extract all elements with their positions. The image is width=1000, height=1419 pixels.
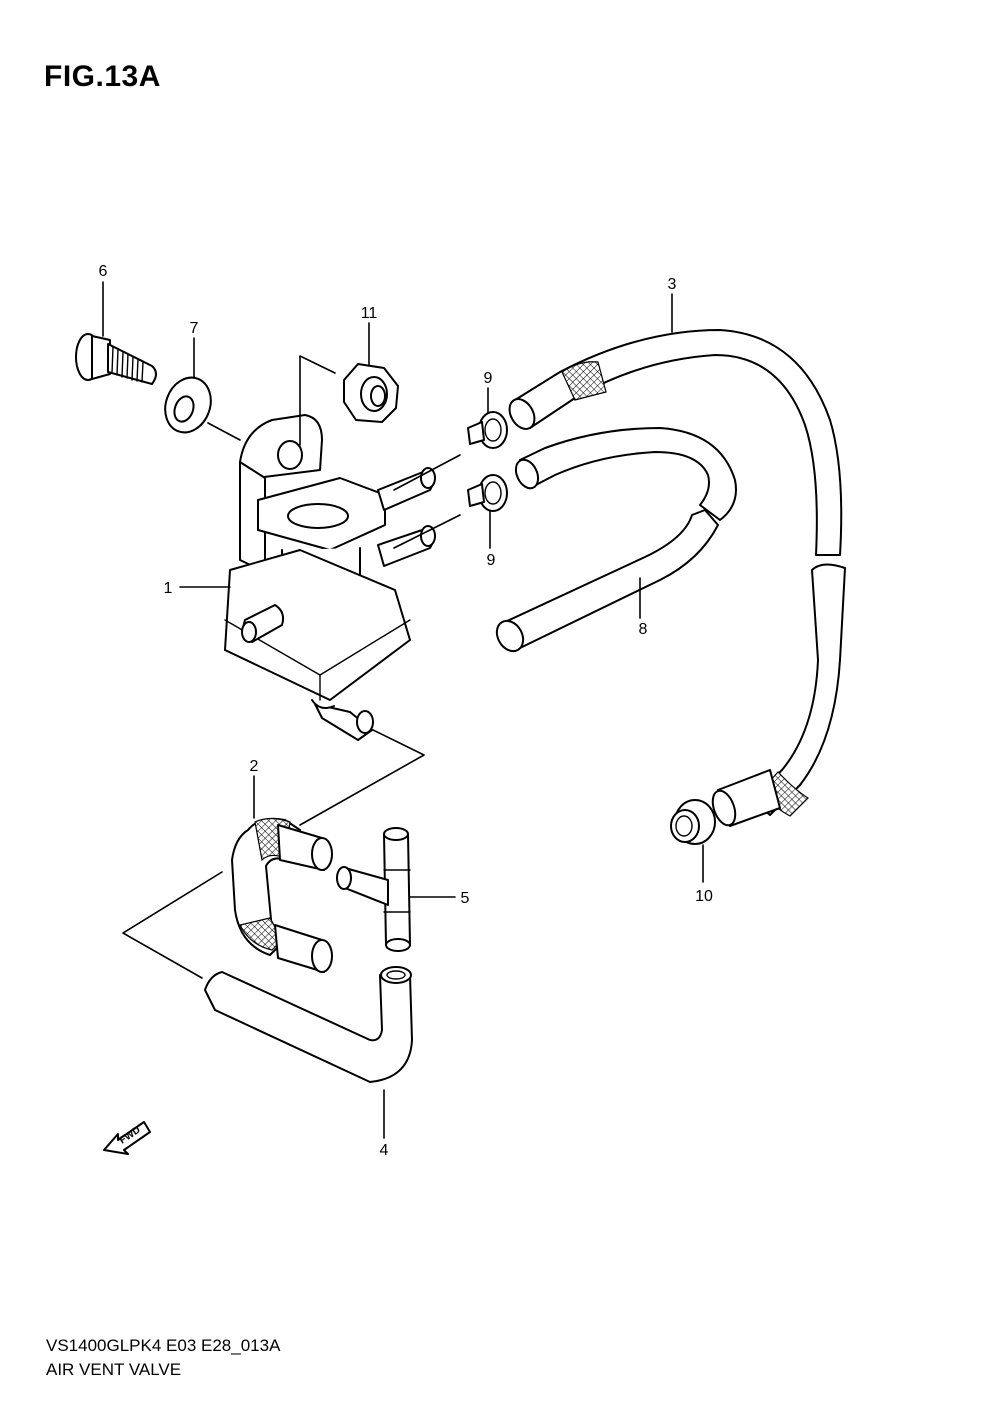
callout-4: 4 xyxy=(380,1142,389,1159)
assembly-guide-lines xyxy=(122,355,461,979)
t-fitting-part-5 xyxy=(336,827,411,952)
bolt-part-6 xyxy=(75,333,157,385)
clamp-part-9-upper xyxy=(467,411,508,449)
callout-1: 1 xyxy=(164,580,173,597)
callout-labels: 6 7 11 3 9 9 1 8 2 5 10 4 xyxy=(99,263,713,1159)
callout-8: 8 xyxy=(639,621,648,638)
figure-title: FIG.13A xyxy=(44,60,161,93)
cap-part-10 xyxy=(670,799,716,845)
nut-part-11 xyxy=(343,363,399,423)
fwd-arrow-icon: FWD xyxy=(103,1121,151,1155)
hose-part-8 xyxy=(495,427,737,653)
clamp-part-9-lower xyxy=(467,474,508,512)
callout-10: 10 xyxy=(695,888,713,905)
callout-2: 2 xyxy=(250,758,259,775)
hose-part-4 xyxy=(204,966,413,1083)
callout-9-lower: 9 xyxy=(487,552,496,569)
callout-6: 6 xyxy=(99,263,108,280)
washer-part-7 xyxy=(164,376,212,434)
leader-lines xyxy=(102,281,704,1139)
hose-part-3 xyxy=(508,329,846,827)
diagram-code: VS1400GLPK4 E03 E28_013A xyxy=(46,1336,281,1355)
callout-5: 5 xyxy=(461,890,470,907)
callout-11: 11 xyxy=(361,305,378,322)
figure-footer: VS1400GLPK4 E03 E28_013A AIR VENT VALVE xyxy=(46,1334,280,1382)
callout-7: 7 xyxy=(190,320,199,337)
callout-9-upper: 9 xyxy=(484,370,493,387)
diagram-name: AIR VENT VALVE xyxy=(46,1360,182,1379)
valve-body-part-1 xyxy=(224,414,436,741)
callout-3: 3 xyxy=(668,276,677,293)
hose-part-2 xyxy=(231,817,333,973)
